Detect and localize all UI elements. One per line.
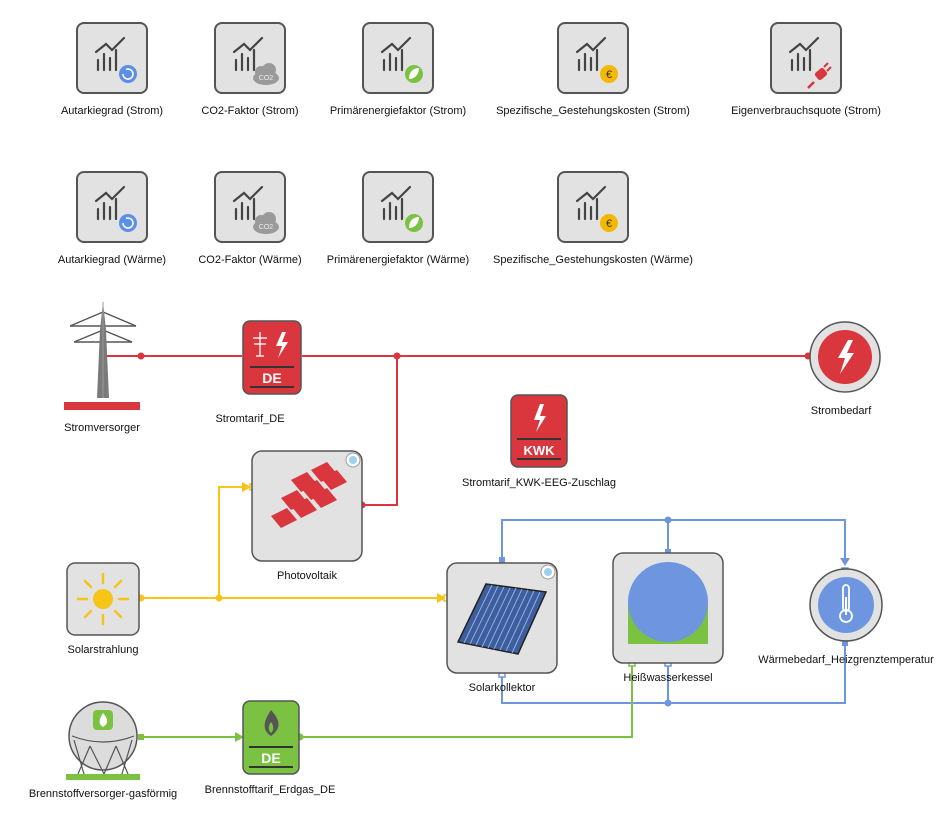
kpi-label: Autarkiegrad (Strom): [60, 105, 164, 117]
svg-text:€: €: [606, 69, 612, 81]
euro-icon: [600, 65, 618, 83]
kpi-autarkiegrad-strom[interactable]: [76, 22, 148, 94]
kpi-co2-faktor-waerme[interactable]: CO2: [214, 171, 286, 243]
chart-trend-icon: [788, 36, 832, 89]
kpi-primaerenergiefaktor-waerme[interactable]: [362, 171, 434, 243]
electric-lines: [103, 355, 808, 506]
node-heisswasserkessel[interactable]: [612, 552, 724, 664]
kpi-label: Primärenergiefaktor (Strom): [329, 105, 467, 117]
junction-dot: [137, 352, 145, 360]
arrowhead: [242, 482, 251, 492]
euro-icon: [600, 214, 618, 232]
node-label: Brennstofftarif_Erdgas_DE: [204, 784, 336, 796]
port: [138, 734, 144, 740]
kpi-label: CO2-Faktor (Wärme): [198, 254, 302, 266]
kpi-label: Spezifische_Gestehungskosten (Wärme): [493, 254, 693, 266]
chart-trend-icon: €: [575, 185, 618, 232]
kpi-co2-faktor-strom[interactable]: CO2: [214, 22, 286, 94]
svg-text:CO2: CO2: [259, 224, 274, 231]
thermometer-icon: [839, 584, 853, 623]
kpi-primaerenergiefaktor-strom[interactable]: [362, 22, 434, 94]
node-label: Stromtarif_DE: [215, 413, 285, 425]
port: [499, 557, 505, 563]
node-solarkollektor[interactable]: [446, 562, 558, 674]
node-stromtarif-kwk[interactable]: KWK: [510, 394, 568, 468]
tariff-electric-icon: DE: [242, 320, 302, 395]
tariff-gas-icon: DE: [242, 700, 300, 775]
power-pylon-icon: [64, 302, 140, 410]
arrowhead: [235, 732, 244, 742]
junction-dot: [664, 699, 672, 707]
heat-demand-icon: [809, 568, 883, 642]
solar-collector-icon: [446, 562, 558, 674]
node-label: Heißwasserkessel: [623, 672, 713, 684]
co2-cloud-icon: [253, 212, 279, 234]
node-waermebedarf[interactable]: [808, 567, 884, 643]
node-stromtarif-de[interactable]: DE: [242, 320, 302, 395]
gas-tank-icon: [66, 701, 140, 780]
kpi-gestehungskosten-strom[interactable]: €: [557, 22, 629, 94]
gas-lines: [141, 664, 633, 738]
plug-icon: [807, 62, 832, 89]
node-label: Wärmebedarf_Heizgrenztemperatur: [758, 654, 934, 666]
node-label: Brennstoffversorger-gasförmig: [28, 788, 178, 800]
svg-text:CO2: CO2: [259, 75, 274, 82]
junction-dot: [664, 516, 672, 524]
chart-trend-icon: CO2: [232, 185, 279, 234]
kpi-gestehungskosten-waerme[interactable]: €: [557, 171, 629, 243]
node-label: Solarstrahlung: [67, 644, 139, 656]
node-photovoltaik[interactable]: [251, 450, 363, 562]
cycle-icon: [119, 65, 137, 83]
heat-lines: [501, 519, 846, 704]
node-solarstrahlung[interactable]: [66, 562, 140, 636]
node-label: Stromtarif_KWK-EEG-Zuschlag: [461, 477, 617, 489]
node-label: Solarkollektor: [468, 682, 536, 694]
cycle-icon: [119, 214, 137, 232]
chart-trend-icon: CO2: [232, 36, 279, 85]
svg-text:KWK: KWK: [523, 443, 555, 458]
node-label: Strombedarf: [810, 405, 872, 417]
node-brennstoffversorger[interactable]: [64, 700, 142, 782]
kpi-label: Spezifische_Gestehungskosten (Strom): [496, 105, 690, 117]
kpi-label: Primärenergiefaktor (Wärme): [326, 254, 470, 266]
node-label: Photovoltaik: [277, 570, 337, 582]
solar-lines: [141, 486, 440, 599]
node-label: Stromversorger: [64, 422, 140, 434]
kpi-autarkiegrad-waerme[interactable]: [76, 171, 148, 243]
hot-water-boiler-icon: [612, 552, 724, 664]
junction-dot: [393, 352, 401, 360]
chart-trend-icon: [94, 36, 137, 83]
svg-text:DE: DE: [261, 750, 280, 766]
chart-trend-icon: [380, 185, 423, 232]
arrowhead: [437, 593, 446, 603]
tariff-kwk-icon: KWK: [510, 394, 568, 468]
arrowhead: [840, 558, 850, 566]
chart-trend-icon: [94, 185, 137, 232]
port: [842, 640, 848, 646]
kpi-label: Eigenverbrauchsquote (Strom): [731, 105, 881, 117]
node-strombedarf[interactable]: [808, 320, 882, 394]
port: [665, 549, 671, 555]
kpi-label: Autarkiegrad (Wärme): [57, 254, 167, 266]
junction-dot: [215, 594, 223, 602]
sun-icon: [66, 562, 140, 636]
chart-trend-icon: [380, 36, 423, 83]
solar-panel-icon: [251, 450, 363, 562]
kpi-label: CO2-Faktor (Strom): [201, 105, 299, 117]
svg-text:€: €: [606, 218, 612, 230]
co2-cloud-icon: [253, 63, 279, 85]
node-stromversorger[interactable]: [64, 300, 142, 412]
svg-text:DE: DE: [262, 370, 281, 386]
electric-demand-icon: [809, 321, 881, 393]
chart-trend-icon: €: [575, 36, 618, 83]
heat-markers: [499, 516, 850, 707]
kpi-eigenverbrauchsquote-strom[interactable]: [770, 22, 842, 94]
node-brennstofftarif-erdgas[interactable]: DE: [242, 700, 300, 775]
